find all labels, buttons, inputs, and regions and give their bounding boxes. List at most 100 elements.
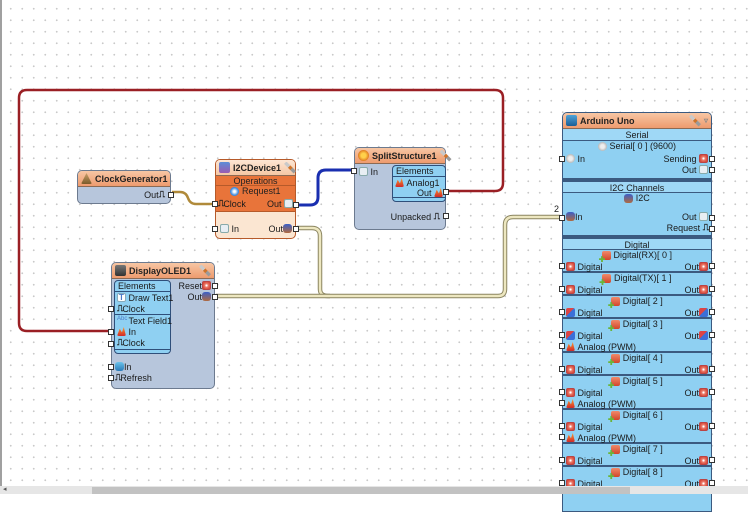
digital-icon [699,262,708,271]
digital-in-pin[interactable] [559,457,565,463]
block-header[interactable]: Arduino Uno ▿ [563,113,711,129]
serial-in-pin[interactable] [559,156,565,162]
scrollbar-thumb[interactable] [92,487,630,494]
refresh-pin-row: ⎍ Refresh [115,372,152,383]
pin-label: In [128,326,137,337]
element-text-field[interactable]: Abc Text Field1 In ⎍ Clock [115,315,172,350]
analog-out-pin[interactable] [443,189,449,195]
i2c-channel[interactable]: I2C [563,193,711,204]
display-oled-block[interactable]: DisplayOLED1 Reset Out Elements T Draw T… [108,262,218,389]
digital-in-row: Digital [566,455,603,466]
draw-text-clock-pin[interactable] [108,306,114,312]
i2c-out-pin[interactable] [212,294,218,300]
elements-label: Elements [115,281,170,292]
clock-generator-block[interactable]: ClockGenerator1 Out ⎍ [77,170,174,204]
analog-in-pin[interactable] [559,434,565,440]
digital-out-row: Out [684,421,708,432]
digital-in-pin[interactable] [559,263,565,269]
unpacked-pin[interactable] [443,213,449,219]
in-pin[interactable] [351,168,357,174]
block-title: Arduino Uno [580,115,635,126]
digital-in-pin[interactable] [559,480,565,486]
digital-in-pin[interactable] [559,286,565,292]
tools-icon[interactable] [284,161,297,174]
digital-out-row: Out [684,307,708,318]
digital-module-icon [611,354,621,364]
digital-icon [699,388,708,397]
digital-out-pin[interactable] [709,309,715,315]
digital-out-pin[interactable] [709,389,715,395]
split-structure-icon [358,150,369,161]
channel-label: I2C [635,193,650,203]
pin-label: Out [684,261,699,272]
serial-channel[interactable]: Serial[ 0 ] (9600) [563,141,711,152]
scroll-left-arrow[interactable]: ◂ [3,486,7,493]
in-pin[interactable] [212,226,218,232]
digital-in-pin[interactable] [559,423,565,429]
element-label: Analog1 [406,177,440,188]
serial-out-pin[interactable] [709,167,715,173]
digital-out-pin[interactable] [709,286,715,292]
text-field-clock-pin[interactable] [108,341,114,347]
channel-label: Digital[ 3 ] [622,319,663,329]
digital-out-pin[interactable] [709,480,715,486]
channel-title: Digital[ 8 ] [563,467,711,478]
digital-out-pin[interactable] [709,423,715,429]
reset-pin[interactable] [212,283,218,289]
tools-icon[interactable] [688,114,701,127]
digital-in-pin[interactable] [559,309,565,315]
i2c-device-block[interactable]: I2CDevice1 Operations Request1 ⎍ Clock O… [212,159,299,239]
clock-out-pin[interactable] [168,192,174,198]
digital-in-pin[interactable] [559,332,565,338]
digital-out-pin[interactable] [709,263,715,269]
arduino-uno-block[interactable]: Arduino Uno ▿ Serial Serial[ 0 ] (9600) … [559,112,715,512]
pin-label: Out [684,387,699,398]
clock-pulse-icon: ⎍ [433,211,440,221]
clock-in-pin[interactable] [212,201,218,207]
block-header[interactable]: ClockGenerator1 [78,171,170,187]
digital-module-icon [611,320,621,330]
digital-in-pin[interactable] [559,389,565,395]
element-title-row: T Draw Text1 [117,292,173,303]
serial-sending-pin[interactable] [709,156,715,162]
digital-in-row: Digital [566,364,603,375]
block-header[interactable]: DisplayOLED1 [112,263,214,279]
in-pin[interactable] [108,364,114,370]
i2c-in-pin[interactable] [559,215,565,221]
dropdown-icon[interactable]: ▿ [703,116,708,125]
i2c-out-pin[interactable] [709,215,715,221]
unpacked-pin-row: Unpacked ⎍ [391,211,440,222]
digital-out-pin[interactable] [709,366,715,372]
analog-in-pin[interactable] [559,400,565,406]
refresh-pin[interactable] [108,375,114,381]
text-field-in-pin[interactable] [108,329,114,335]
data-out-pin[interactable] [293,202,299,208]
digital-icon [566,388,575,397]
digital-out-pin[interactable] [709,332,715,338]
block-header[interactable]: SplitStructure1 [355,148,452,164]
element-title-row: Abc Text Field1 [117,315,172,326]
channel-title: Digital(RX)[ 0 ] [563,250,711,261]
horizontal-scrollbar[interactable]: ◂ [0,486,748,494]
i2c-request-pin[interactable] [709,226,715,232]
block-header[interactable]: I2CDevice1 [216,160,297,176]
element-analog[interactable]: Analog1 Out [393,177,445,198]
element-draw-text[interactable]: T Draw Text1 ⎍ Clock [115,292,173,315]
split-structure-block[interactable]: SplitStructure1 In Elements Analog1 Out … [351,147,452,230]
analog-in-pin[interactable] [559,343,565,349]
request-item[interactable]: Request1 [216,186,295,197]
pin-label: Clock [223,198,246,209]
digital-in-pin[interactable] [559,366,565,372]
i2c-out-pin[interactable] [293,226,299,232]
digital-out-pin[interactable] [709,457,715,463]
analog-icon [117,327,126,336]
tools-icon[interactable] [199,264,211,277]
